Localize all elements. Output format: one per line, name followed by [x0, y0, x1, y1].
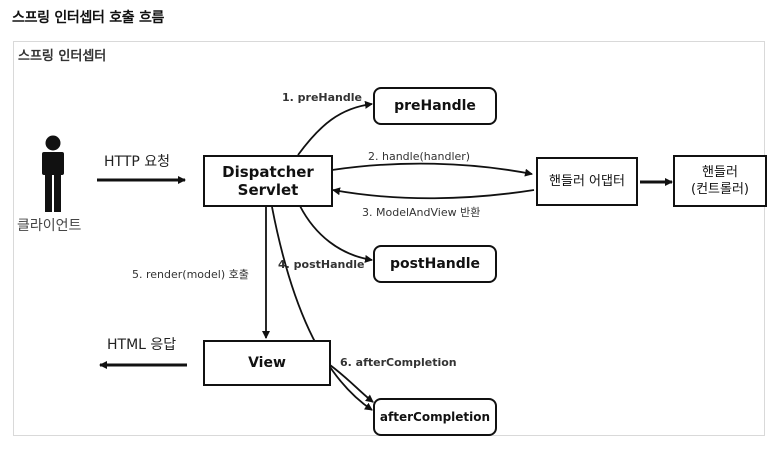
render-edge-label: 5. render(model) 호출 — [132, 268, 249, 281]
handle-arrow — [331, 162, 533, 177]
modelandview-arrow — [332, 187, 535, 200]
prehandle-arrow — [297, 100, 373, 156]
dispatcher-servlet-node: Dispatcher Servlet — [203, 155, 333, 207]
actor-label: 클라이언트 — [17, 218, 82, 234]
aftercompletion-edge-label: 6. afterCompletion — [340, 356, 457, 369]
handler-adapter-label: 핸들러 어댑터 — [549, 174, 625, 189]
view-node: View — [203, 340, 331, 386]
posthandle-node: postHandle — [373, 245, 497, 283]
prehandle-edge-label: 1. preHandle — [282, 91, 362, 104]
aftercompletion-node: afterCompletion — [373, 398, 497, 436]
handler-node: 핸들러 (컨트롤러) — [673, 155, 767, 207]
person-icon — [42, 135, 64, 212]
prehandle-node: preHandle — [373, 87, 497, 125]
view-label: View — [248, 355, 286, 371]
posthandle-arrow — [299, 205, 373, 263]
page-title: 스프링 인터셉터 호출 흐름 — [12, 10, 165, 26]
prehandle-node-label: preHandle — [394, 98, 476, 114]
panel-label: 스프링 인터셉터 — [18, 49, 107, 64]
handler-adapter-node: 핸들러 어댑터 — [536, 157, 638, 206]
handle-edge-label: 2. handle(handler) — [368, 150, 471, 163]
view-to-aftercompletion-arrow — [329, 364, 374, 403]
handler-label: 핸들러 (컨트롤러) — [691, 165, 749, 197]
aftercompletion-node-label: afterCompletion — [379, 410, 491, 424]
posthandle-edge-label: 4. postHandle — [278, 258, 365, 271]
aftercompletion-arrow — [271, 206, 373, 411]
http-request-label: HTTP 요청 — [104, 154, 171, 170]
posthandle-node-label: postHandle — [389, 256, 481, 272]
modelandview-edge-label: 3. ModelAndView 반환 — [362, 206, 481, 219]
dispatcher-servlet-label: Dispatcher Servlet — [222, 163, 314, 199]
html-response-label: HTML 응답 — [107, 337, 177, 353]
diagram-panel — [13, 41, 765, 436]
